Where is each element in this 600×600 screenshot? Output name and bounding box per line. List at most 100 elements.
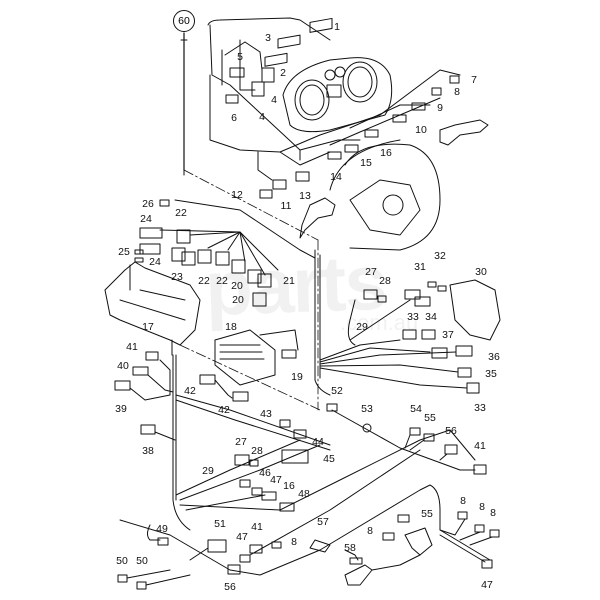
callout-40: 40 <box>117 359 129 372</box>
right-box <box>319 279 501 394</box>
upper-harness <box>207 17 461 181</box>
callout-45: 45 <box>323 452 335 465</box>
reference-line <box>180 32 188 176</box>
reference-circle-label: 60 <box>178 15 190 27</box>
callout-41: 41 <box>474 439 486 452</box>
left-branch <box>114 351 331 451</box>
callout-53: 53 <box>361 402 373 415</box>
callout-15: 15 <box>360 156 372 169</box>
callout-37: 37 <box>442 328 454 341</box>
callout-8: 8 <box>454 85 460 98</box>
callout-47: 47 <box>270 473 282 486</box>
callout-4: 4 <box>259 110 265 123</box>
callout-51: 51 <box>214 517 226 530</box>
callout-55: 55 <box>421 507 433 520</box>
callout-8: 8 <box>367 524 373 537</box>
callout-30: 30 <box>475 265 487 278</box>
callout-47: 47 <box>481 578 493 591</box>
callout-57: 57 <box>317 515 329 528</box>
callout-33: 33 <box>407 310 419 323</box>
relay-wires <box>134 199 316 276</box>
callout-50: 50 <box>136 554 148 567</box>
callout-3: 3 <box>265 31 271 44</box>
connectors-right <box>259 75 460 199</box>
callout-27: 27 <box>365 265 377 278</box>
callout-20: 20 <box>232 293 244 306</box>
callout-52: 52 <box>331 384 343 397</box>
callout-58: 58 <box>344 541 356 554</box>
callout-2: 2 <box>280 66 286 79</box>
callout-24: 24 <box>149 255 161 268</box>
callout-29: 29 <box>202 464 214 477</box>
callout-44: 44 <box>312 435 324 448</box>
callout-11: 11 <box>280 199 292 212</box>
callout-54: 54 <box>410 402 422 415</box>
callout-22: 22 <box>198 274 210 287</box>
callout-12: 12 <box>231 188 243 201</box>
stalk-switches <box>299 119 489 239</box>
callout-8: 8 <box>460 494 466 507</box>
bottom-harness <box>117 484 500 590</box>
callout-39: 39 <box>115 402 127 415</box>
callout-31: 31 <box>414 260 426 273</box>
callout-13: 13 <box>299 189 311 202</box>
callout-34: 34 <box>425 310 437 323</box>
callout-32: 32 <box>434 249 446 262</box>
callout-16: 16 <box>380 146 392 159</box>
callout-7: 7 <box>471 73 477 86</box>
callout-19: 19 <box>291 370 303 383</box>
callout-18: 18 <box>225 320 237 333</box>
callout-56: 56 <box>445 424 457 437</box>
callout-8: 8 <box>291 535 297 548</box>
instrument-cluster <box>282 57 393 133</box>
callout-9: 9 <box>437 101 443 114</box>
callout-10: 10 <box>415 123 427 136</box>
callout-16: 16 <box>283 479 295 492</box>
callout-46: 46 <box>259 466 271 479</box>
main-trunk <box>172 249 331 531</box>
callout-29: 29 <box>356 320 368 333</box>
callout-8: 8 <box>490 506 496 519</box>
callout-43: 43 <box>260 407 272 420</box>
callout-1: 1 <box>334 20 340 33</box>
dash-dot-boundaries <box>179 169 321 411</box>
callout-26: 26 <box>142 197 154 210</box>
callout-5: 5 <box>237 50 243 63</box>
watermark-sub: .com.au <box>340 310 419 335</box>
callout-22: 22 <box>175 206 187 219</box>
callout-48: 48 <box>298 487 310 500</box>
relay-carrier <box>104 261 201 356</box>
callout-20: 20 <box>231 279 243 292</box>
callout-6: 6 <box>231 111 237 124</box>
callout-41: 41 <box>126 340 138 353</box>
callout-56: 56 <box>224 580 236 593</box>
callout-17: 17 <box>142 320 154 333</box>
middle-connectors <box>175 419 476 512</box>
callout-22: 22 <box>216 274 228 287</box>
callout-35: 35 <box>485 367 497 380</box>
callout-14: 14 <box>330 170 342 183</box>
callout-23: 23 <box>171 270 183 283</box>
callout-36: 36 <box>488 350 500 363</box>
callout-28: 28 <box>379 274 391 287</box>
ecu-connector <box>214 329 299 386</box>
callout-33: 33 <box>474 401 486 414</box>
callout-25: 25 <box>118 245 130 258</box>
callout-4: 4 <box>271 93 277 106</box>
callout-38: 38 <box>142 444 154 457</box>
callout-42: 42 <box>184 384 196 397</box>
callout-24: 24 <box>140 212 152 225</box>
connectors-top <box>225 17 333 104</box>
steering-wheel <box>329 139 441 251</box>
callout-55: 55 <box>424 411 436 424</box>
callout-27: 27 <box>235 435 247 448</box>
callout-49: 49 <box>156 522 168 535</box>
callout-42: 42 <box>218 403 230 416</box>
right-lower-branch <box>249 403 487 556</box>
relays <box>171 229 272 307</box>
callout-50: 50 <box>116 554 128 567</box>
reference-circle-60: 60 <box>173 10 195 32</box>
callout-47: 47 <box>236 530 248 543</box>
callout-21: 21 <box>283 274 295 287</box>
